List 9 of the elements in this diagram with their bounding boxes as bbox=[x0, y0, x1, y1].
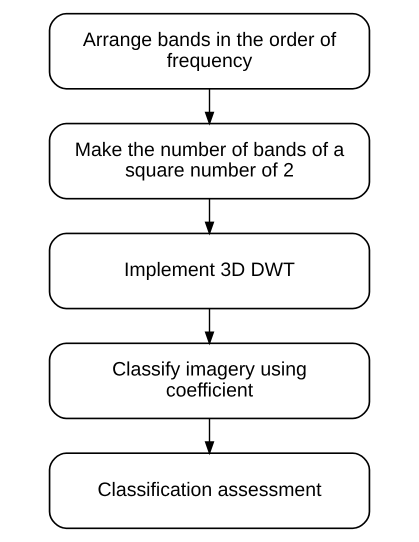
arrow bbox=[204, 308, 214, 346]
node-box: Classification assessment bbox=[48, 452, 370, 530]
node-box: Implement 3D DWT bbox=[48, 232, 370, 310]
arrow bbox=[204, 88, 214, 126]
arrow bbox=[204, 418, 214, 456]
node-box: Make the number of bands of a square number of 2 bbox=[48, 122, 370, 200]
arrow bbox=[204, 198, 214, 236]
node-box: Arrange bands in the order of frequency bbox=[48, 12, 370, 90]
node-box: Classify imagery using coefficient bbox=[48, 342, 370, 420]
